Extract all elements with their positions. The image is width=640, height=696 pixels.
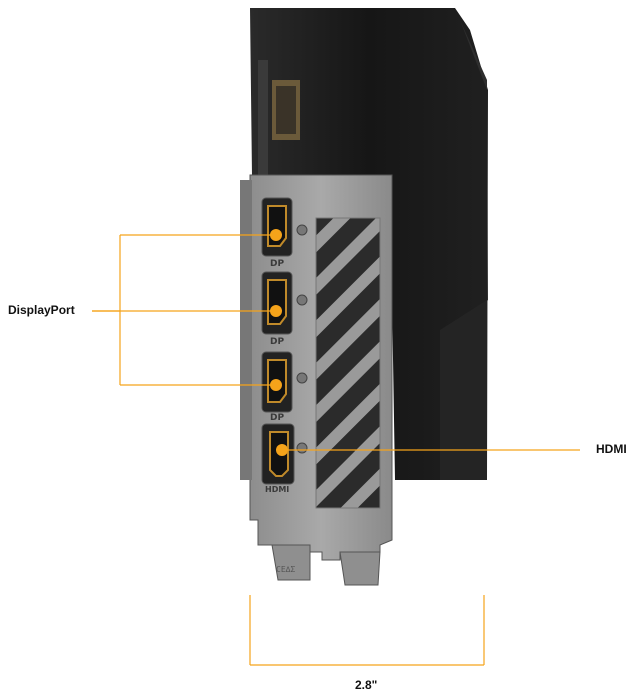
displayport-label: DisplayPort (8, 303, 75, 317)
svg-text:CE∆Σ: CE∆Σ (276, 565, 295, 574)
vent-grille (315, 217, 381, 509)
hdmi-label: HDMI (596, 442, 627, 456)
hdmi-port: HDMI (261, 423, 295, 494)
svg-text:DP: DP (270, 259, 284, 269)
svg-text:HDMI: HDMI (265, 485, 289, 494)
card-body (250, 8, 488, 480)
width-label: 2.8" (355, 678, 378, 692)
svg-text:DP: DP (270, 413, 284, 423)
svg-text:DP: DP (270, 337, 284, 347)
width-dimension (249, 595, 485, 666)
hdmi-callout (92, 310, 580, 451)
displayport-port-3: DP (261, 351, 293, 423)
